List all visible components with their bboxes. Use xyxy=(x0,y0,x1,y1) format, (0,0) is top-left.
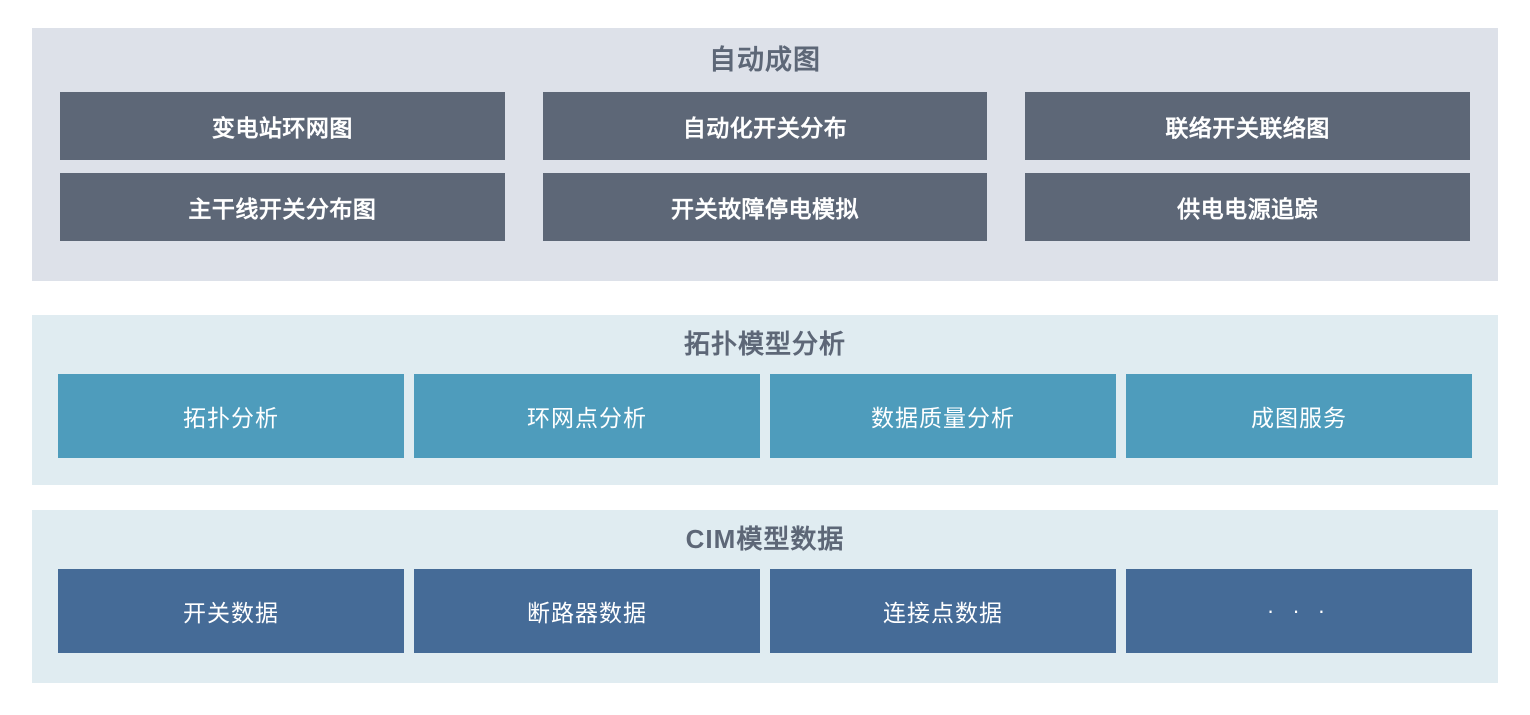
section-topology-model-analysis: 拓扑模型分析 拓扑分析 环网点分析 数据质量分析 成图服务 xyxy=(32,315,1498,485)
tile-automated-switch-distribution[interactable]: 自动化开关分布 xyxy=(542,92,988,161)
section-cim-model-data: CIM模型数据 开关数据 断路器数据 连接点数据 · · · xyxy=(32,510,1498,683)
tile-trunk-line-switch-distribution-diagram[interactable]: 主干线开关分布图 xyxy=(60,173,505,242)
tile-substation-ring-network-diagram[interactable]: 变电站环网图 xyxy=(60,92,505,161)
section-title-cim-model-data: CIM模型数据 xyxy=(685,524,845,554)
tile-data-quality-analysis[interactable]: 数据质量分析 xyxy=(770,374,1116,459)
section-title-auto-mapping: 自动成图 xyxy=(709,45,821,75)
tile-power-supply-source-tracing[interactable]: 供电电源追踪 xyxy=(1025,173,1471,242)
tile-mapping-service[interactable]: 成图服务 xyxy=(1126,374,1472,459)
tile-tie-switch-connection-diagram[interactable]: 联络开关联络图 xyxy=(1025,92,1471,161)
tile-connectivity-node-data[interactable]: 连接点数据 xyxy=(770,569,1116,654)
tile-more-data-ellipsis[interactable]: · · · xyxy=(1126,569,1472,654)
topology-row-1: 拓扑分析 环网点分析 数据质量分析 成图服务 xyxy=(58,374,1472,459)
tile-topology-analysis[interactable]: 拓扑分析 xyxy=(58,374,404,459)
section-auto-mapping: 自动成图 变电站环网图 自动化开关分布 联络开关联络图 主干线开关分布图 开关故… xyxy=(32,28,1498,281)
cim-row-1: 开关数据 断路器数据 连接点数据 · · · xyxy=(58,569,1472,654)
section-title-topology-model-analysis: 拓扑模型分析 xyxy=(683,329,846,359)
auto-mapping-row-1: 变电站环网图 自动化开关分布 联络开关联络图 xyxy=(60,92,1471,161)
auto-mapping-row-2: 主干线开关分布图 开关故障停电模拟 供电电源追踪 xyxy=(60,173,1471,242)
tile-switch-data[interactable]: 开关数据 xyxy=(58,569,404,654)
tile-circuit-breaker-data[interactable]: 断路器数据 xyxy=(414,569,760,654)
tile-switch-fault-outage-simulation[interactable]: 开关故障停电模拟 xyxy=(542,173,988,242)
tile-ring-network-point-analysis[interactable]: 环网点分析 xyxy=(414,374,760,459)
